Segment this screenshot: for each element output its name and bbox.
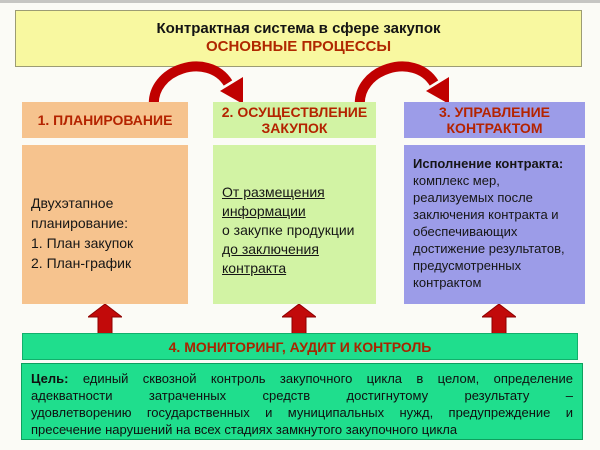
up-arrow-icon (88, 304, 122, 334)
procurement-body-line: информации (222, 203, 306, 219)
up-arrow-icon (282, 304, 316, 334)
contract-body-line: комплекс мер, (413, 173, 500, 188)
procurement-body-line: контракта (222, 260, 287, 276)
planning-body-line: 1. План закупок (31, 235, 134, 251)
contract-body-line: реализуемых после (413, 190, 533, 205)
up-arrow-icon (482, 304, 516, 334)
contract-body-line: достижение результатов, (413, 241, 565, 256)
procurement-header: 2. ОСУЩЕСТВЛЕНИЕ ЗАКУПОК (213, 102, 376, 138)
contract-management-header: 3. УПРАВЛЕНИЕ КОНТРАКТОМ (404, 102, 585, 138)
planning-header: 1. ПЛАНИРОВАНИЕ (22, 102, 188, 138)
title-box: Контрактная система в сфере закупок ОСНО… (15, 10, 582, 67)
contract-body-lead: Исполнение контракта: (413, 156, 564, 171)
planning-body: Двухэтапное планирование: 1. План закупо… (22, 145, 188, 304)
goal-text: единый сквозной контроль закупочного цик… (82, 371, 573, 386)
contract-body-line: заключения контракта и (413, 207, 559, 222)
procurement-body: От размещения информации о закупке проду… (213, 145, 376, 304)
planning-body-line: планирование: (31, 215, 128, 231)
planning-body-line: 2. План-график (31, 255, 132, 271)
window-top-edge (0, 0, 600, 3)
slide-subtitle: ОСНОВНЫЕ ПРОЦЕССЫ (205, 38, 392, 55)
procurement-body-line: От размещения (222, 184, 325, 200)
procurement-body-line: о закупке продукции (222, 222, 355, 238)
goal-line: пресечение нарушений на всех стадиях зам… (31, 422, 458, 437)
monitoring-bar: 4. МОНИТОРИНГ, АУДИТ И КОНТРОЛЬ (22, 333, 578, 360)
slide-title: Контрактная система в сфере закупок (156, 20, 441, 37)
contract-management-body: Исполнение контракта: комплекс мер, реал… (404, 145, 585, 304)
goal-line: адекватности затраченных средств достигн… (31, 388, 573, 403)
contract-body-line: обеспечивающих (413, 224, 518, 239)
contract-body-line: контрактом (413, 275, 482, 290)
contract-body-line: предусмотренных (413, 258, 522, 273)
curved-arrow-icon (355, 61, 449, 105)
goal-box: Цель: единый сквозной контроль закупочно… (21, 363, 583, 440)
goal-line: Цель: единый сквозной контроль закупочно… (31, 370, 573, 387)
curved-arrow-icon (149, 61, 243, 105)
goal-line: удовлетворению государственных и муницип… (31, 405, 573, 420)
goal-label: Цель: (31, 371, 69, 386)
planning-body-line: Двухэтапное (31, 195, 114, 211)
procurement-body-line: до заключения (222, 241, 319, 257)
